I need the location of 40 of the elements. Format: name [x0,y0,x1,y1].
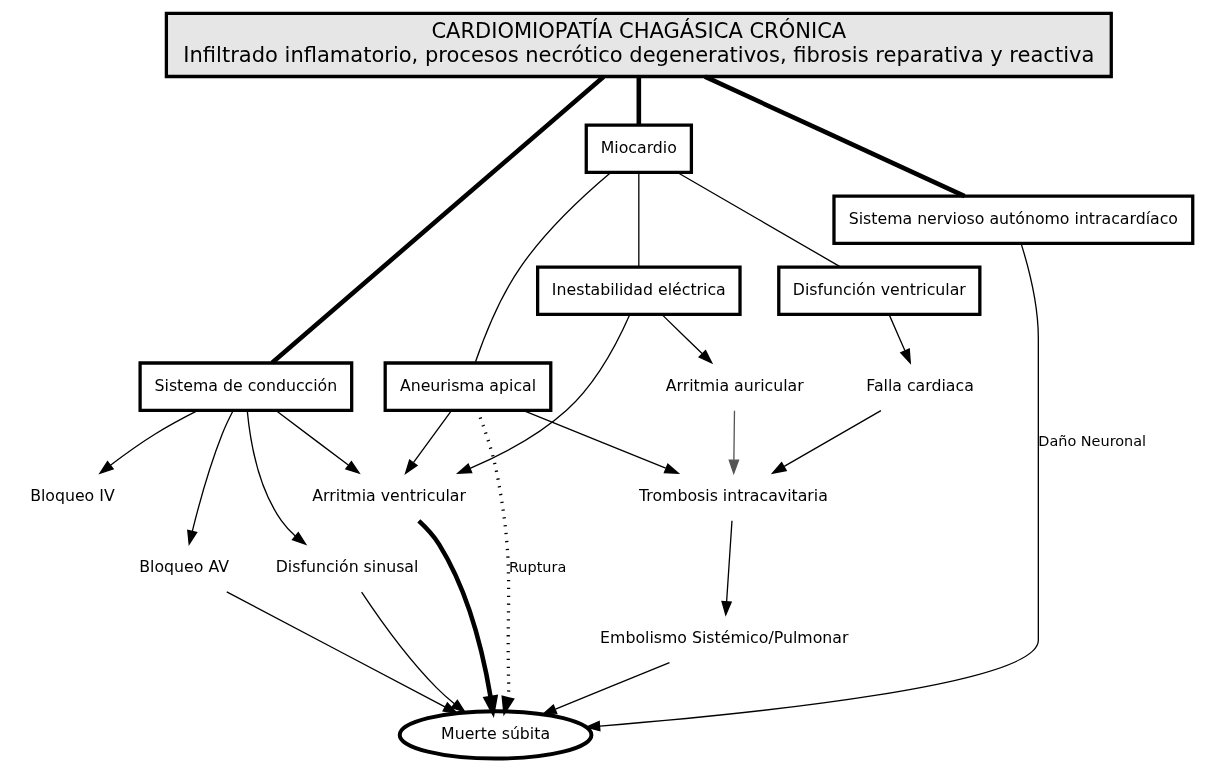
connector [676,171,842,268]
node-box: Sistema de conducción [138,361,354,412]
node-text: Trombosis intracavitaria [639,486,828,506]
connector [636,76,642,125]
arrow [541,662,671,716]
arrow [226,591,459,715]
node-box: CARDIOMIOPATÍA CHAGÁSICA CRÓNICA Infiltrado inflamatorio, procesos necrótico degenerativos, fibrosis reparativa y reactiva [164,11,1113,79]
edge-label: Daño Neuronal [1038,432,1147,449]
node-text: Embolismo Sistémico/Pulmonar [600,628,849,648]
node-box: Disfunción ventricular [777,265,982,317]
node-text: Arritmia ventricular [312,486,466,506]
arrow [275,409,361,475]
arrow [187,409,234,547]
arrow [888,313,912,365]
connector [474,172,612,364]
arrow [721,520,733,617]
node-box: Inestabilidad eléctrica [536,265,742,317]
arrow [770,409,882,475]
arrow [455,314,631,475]
arrow [728,410,740,476]
arrow [584,242,1039,732]
node-ellipse: Muerte súbita [397,709,594,761]
edge-label: Ruptura [508,558,567,575]
arrow [523,409,681,475]
node-text: Arritmia auricular [665,375,804,395]
arrow [417,519,499,718]
arrow [661,313,714,365]
node-box: Miocardio [584,123,694,175]
node-text: Bloqueo AV [139,557,229,577]
node-box: Aneurisma apical [383,361,553,412]
node-box: Sistema nervioso autónomo intracardíaco [832,194,1195,246]
connector [703,74,966,199]
node-text: Falla cardiaca [866,375,974,395]
node-text: Bloqueo IV [30,486,115,506]
arrow [98,409,199,475]
arrow [246,409,308,546]
arrow [404,410,452,475]
connector [638,171,640,268]
node-text: Disfunción sinusal [275,557,419,577]
arrow [360,591,467,714]
